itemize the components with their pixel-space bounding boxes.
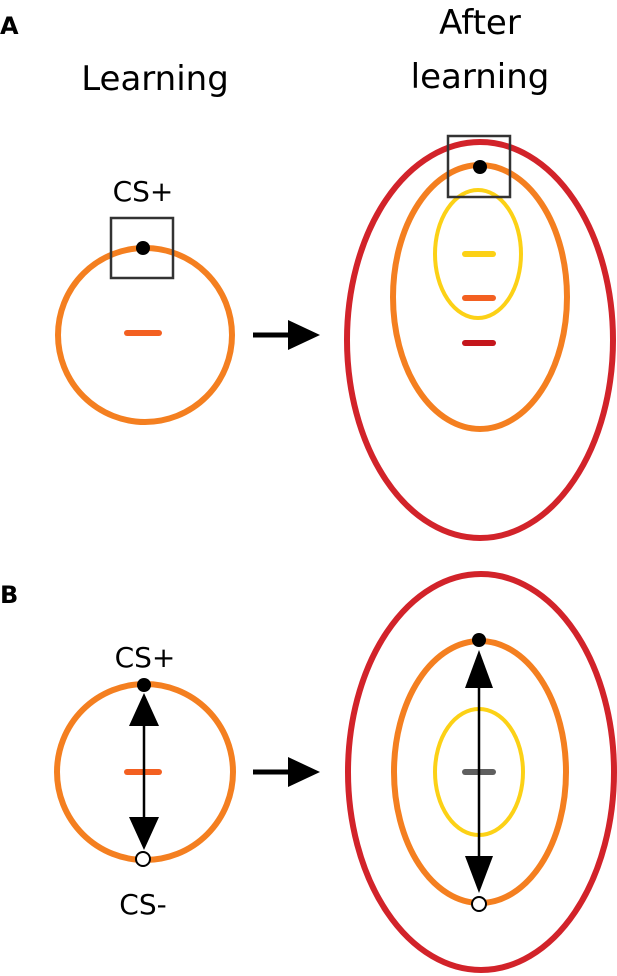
panel-b-cs-minus-label: CS- [119,888,166,921]
panel-b-after-cs-plus-dot [472,633,486,647]
panel-b-after-arrow-head-up [465,650,493,688]
panel-a-after-yellow-ellipse [433,188,523,320]
panel-a-letter: A [0,12,19,40]
panel-b-after-red-ellipse [345,571,617,973]
panel-b-after-cs-minus-dot [471,896,487,912]
panel-b: B CS+ CS- [0,571,617,973]
panel-a-after-cs-box [446,134,512,199]
panel-b-learning-arrow-head-down [129,817,159,850]
panel-b-cs-plus-label: CS+ [115,641,176,674]
panel-a: A Learning After learning CS+ [0,3,616,541]
panel-a-after-red-ellipse [344,139,616,541]
panel-a-right-title-line1: After [439,3,521,43]
panel-b-letter: B [0,581,18,609]
panel-a-learning-cs-box [109,216,175,280]
panel-a-learning-cs-plus-dot [136,241,150,255]
panel-b-after-arrow-head-down [465,856,493,893]
panel-a-right-title-line2: learning [411,57,550,97]
panel-b-learning-cs-plus-dot [137,678,151,692]
panel-a-after-cs-plus-dot [473,160,487,174]
panel-a-left-title: Learning [81,59,229,99]
panel-a-cs-plus-label: CS+ [113,175,174,208]
panel-a-arrow-head [288,320,320,350]
panel-b-arrow-head [288,757,320,787]
panel-b-learning-arrow-head-up [129,693,159,726]
panel-b-learning-cs-minus-dot [135,851,151,867]
